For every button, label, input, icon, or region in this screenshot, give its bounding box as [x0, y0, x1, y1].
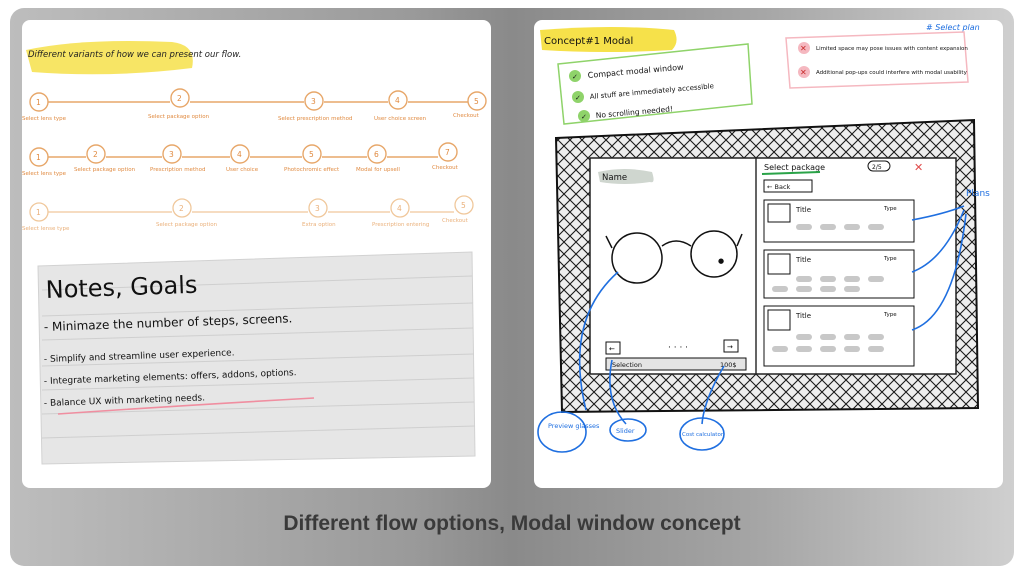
cross-icon: ✕: [800, 68, 807, 77]
step-num: 4: [397, 204, 402, 213]
close-icon[interactable]: ✕: [914, 161, 923, 174]
slider-dots: · · · ·: [668, 343, 688, 353]
back-button[interactable]: ← Back: [767, 183, 791, 191]
step-label: Select package option: [74, 167, 136, 173]
flow-row-2: [29, 142, 458, 167]
step-num: 1: [36, 208, 41, 217]
step-num: 2: [179, 204, 184, 213]
step-label: Extra option: [302, 222, 336, 228]
step-num: 3: [169, 150, 174, 159]
cost-annotation: Cost calculator: [682, 432, 724, 438]
step-label: Select lense type: [22, 226, 70, 232]
header-note-text: Different variants of how we can present…: [28, 50, 241, 60]
con-item: Additional pop-ups could interfere with …: [816, 70, 968, 76]
step-label: Select package option: [156, 222, 218, 228]
step-label: Checkout: [442, 218, 469, 224]
notes-title: Notes, Goals: [45, 271, 198, 304]
plan-card-2[interactable]: Title Type: [763, 249, 915, 299]
step-num: 4: [395, 96, 400, 105]
flow-row-3-labels: Select lense type Select package option …: [22, 218, 469, 232]
preview-slider[interactable]: ← · · · · →: [605, 339, 739, 355]
flow-row-1-nums: 1 2 3 4 5: [36, 94, 479, 107]
step-num: 2: [93, 150, 98, 159]
flow-row-3-nums: 1 2 3 4 5: [36, 201, 466, 217]
select-plan-tag: # Select plan: [926, 23, 980, 32]
plan-card-1[interactable]: Title Type: [763, 199, 915, 243]
check-icon: ✓: [581, 113, 587, 121]
pros-box: ✓ ✓ ✓ Compact modal window All stuff are…: [557, 43, 753, 125]
modal-window: Name ● ← · · · · → Selection 100$ Select…: [589, 157, 957, 375]
step-label: Modal for upsell: [356, 167, 400, 173]
step-num: 4: [237, 150, 242, 159]
preview-annotation: Preview glasses: [548, 422, 600, 430]
glasses-preview: [605, 230, 743, 284]
step-label: Select package option: [148, 114, 210, 120]
glasses-mark: ●: [718, 257, 724, 265]
plans-annotation: Plans: [966, 189, 990, 199]
selection-bar[interactable]: Selection 100$: [605, 357, 747, 371]
plan-type: Type: [883, 312, 897, 318]
arrow-left-icon: ←: [609, 345, 615, 353]
name-label: Name: [602, 173, 627, 183]
plan-type: Type: [883, 256, 897, 262]
step-num: 7: [445, 148, 450, 157]
step-num: 1: [36, 153, 41, 162]
slide-caption: Different flow options, Modal window con…: [283, 512, 741, 535]
step-label: User choice: [226, 167, 259, 173]
step-label: User choice screen: [374, 116, 427, 122]
step-num: 5: [474, 97, 479, 106]
plan-title: Title: [795, 256, 811, 264]
step-label: Prescription entering: [372, 222, 429, 228]
plan-title: Title: [795, 206, 811, 214]
step-label: Select lens type: [22, 116, 67, 122]
flow-options-sketch: Different variants of how we can present…: [22, 20, 491, 488]
step-num: 3: [315, 204, 320, 213]
select-package-title: Select package: [764, 163, 825, 172]
cross-icon: ✕: [800, 44, 807, 53]
step-num: 5: [309, 150, 314, 159]
notes-paper: Notes, Goals - Minimaze the number of st…: [37, 251, 476, 465]
step-num: 6: [374, 150, 379, 159]
step-badge: 2/5: [872, 164, 882, 171]
step-num: 5: [461, 201, 466, 210]
plan-type: Type: [883, 206, 897, 212]
step-num: 3: [311, 97, 316, 106]
selection-label: Selection: [612, 361, 642, 369]
back-label: Back: [775, 183, 791, 191]
annotations: [537, 205, 967, 453]
step-label: Select prescription method: [278, 116, 352, 122]
flow-row-1-labels: Select lens type Select package option S…: [22, 113, 480, 122]
step-label: Checkout: [432, 165, 459, 171]
check-icon: ✓: [575, 94, 581, 102]
flow-row-2-nums: 1 2 3 4 5 6 7: [36, 148, 450, 162]
flow-row-2-labels: Select lens type Select package option P…: [22, 165, 459, 177]
step-num: 1: [36, 98, 41, 107]
step-label: Prescription method: [150, 167, 205, 173]
check-icon: ✓: [572, 73, 578, 81]
step-label: Checkout: [453, 113, 480, 119]
concept-label: Concept#1 Modal: [544, 36, 633, 47]
slider-annotation: Slider: [616, 427, 635, 435]
step-num: 2: [177, 94, 182, 103]
plan-card-3[interactable]: Title Type: [763, 305, 915, 367]
con-item: Limited space may pose issues with conte…: [816, 46, 968, 52]
cons-box: ✕ ✕ Limited space may pose issues with c…: [785, 31, 969, 89]
step-label: Photochromic effect: [284, 167, 340, 173]
plan-title: Title: [795, 312, 811, 320]
header-note: Different variants of how we can present…: [28, 50, 241, 60]
flow-row-3: [29, 195, 474, 222]
price-label: 100$: [720, 361, 737, 369]
arrow-right-icon: →: [727, 343, 733, 351]
flow-row-1: [29, 88, 487, 112]
modal-concept-sketch: Concept#1 Modal # Select plan ✓ ✓ ✓ Comp…: [534, 20, 1003, 488]
step-label: Select lens type: [22, 171, 67, 177]
